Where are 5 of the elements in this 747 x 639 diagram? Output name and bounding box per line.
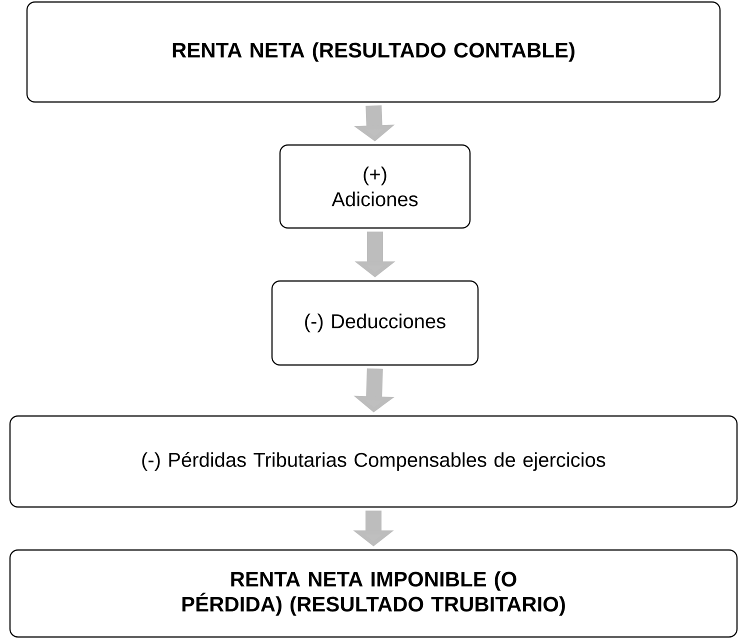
process-box: (+) Adiciones xyxy=(279,144,471,229)
process-box: RENTA NETA (RESULTADO CONTABLE) xyxy=(26,1,721,103)
process-box: RENTA NETA IMPONIBLE (O PÉRDIDA) (RESULTADO TRUBITARIO) xyxy=(9,549,738,638)
process-box: (-) Pérdidas Tributarias Compensables de ejercicios xyxy=(9,415,738,508)
process-box: (-) Deducciones xyxy=(271,280,479,366)
